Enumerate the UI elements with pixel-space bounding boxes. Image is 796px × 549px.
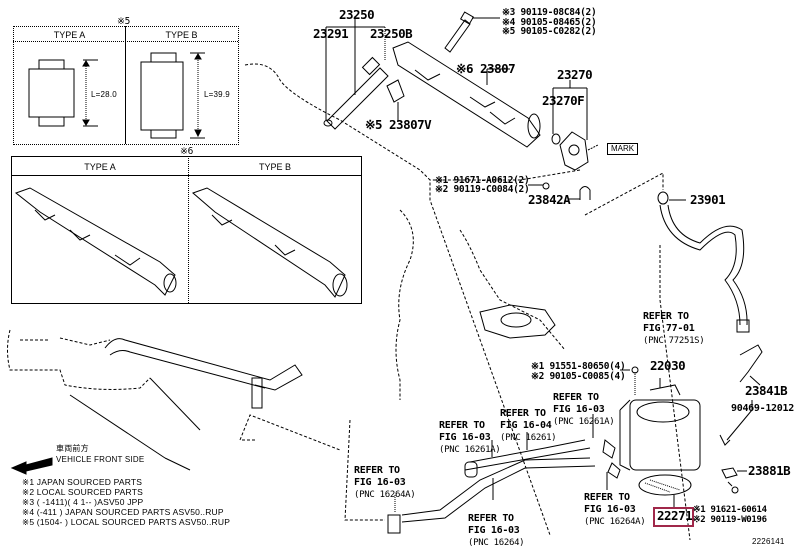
engine-outline-drawing (7, 63, 566, 536)
figure-code: 2226141 (752, 537, 785, 546)
part-label-23250b[interactable]: 23250B (370, 26, 413, 41)
bolt-item[interactable]: ※2 90105-C0085(4) (531, 371, 626, 382)
inset-5-type-a-length: L=28.0 (91, 90, 117, 99)
regulator-drawing (552, 80, 599, 171)
bolt-item[interactable]: ※2 90119-W0196 (693, 514, 767, 525)
legend: ※1 JAPAN SOURCED PARTS ※2 LOCAL SOURCED … (22, 477, 230, 527)
inset-5-marker: ※5 (117, 16, 131, 27)
mark-label: MARK (607, 143, 639, 155)
bolt-item[interactable]: ※1 91621-60614 (693, 505, 767, 515)
inset-6-marker: ※6 (180, 146, 194, 157)
front-arrow-icon (10, 457, 53, 475)
inset-6-type-b-header: TYPE B (258, 162, 291, 172)
refer-callout-fig-16-04[interactable]: REFER TO FIG 16-04 (PNC 16261) (500, 408, 557, 443)
part-label-23270[interactable]: 23270 (557, 67, 593, 82)
part-label-23270f[interactable]: 23270F (542, 93, 585, 108)
clip-drawing (579, 186, 591, 200)
part-label-23842a[interactable]: 23842A (528, 192, 571, 207)
bracket-23881b-drawing (721, 467, 738, 479)
legend-item: ※1 JAPAN SOURCED PARTS (22, 477, 143, 487)
throttle-body-drawing (619, 378, 701, 471)
refer-callout-fig-16-03-a[interactable]: REFER TO FIG 16-03 (PNC 16261A) (553, 392, 615, 427)
inset-6-header-divider (11, 175, 362, 176)
bolt-list-throttle: ※1 91551-80650(4) ※2 90105-C0085(4) (531, 361, 626, 382)
bolt-item[interactable]: ※4 90105-08465(2) (502, 16, 597, 28)
legend-item: ※4 (-411 ) JAPAN SOURCED PARTS ASV50..RU… (22, 507, 224, 517)
bolt-list-top: ※3 90119-08C84(2) ※4 90105-08465(2) ※5 9… (502, 7, 597, 37)
bolt-item[interactable]: ※3 90119-08C84(2) (502, 7, 597, 18)
part-label-23881b[interactable]: 23881B (748, 463, 791, 478)
inset-5-frame (13, 26, 239, 145)
bolt-item[interactable]: ※2 90119-C0084(2) (435, 184, 530, 195)
refer-callout-fig-77-01[interactable]: REFER TO FIG 77-01 (PNC 77251S) (643, 311, 705, 346)
inset-5-type-a-header: TYPE A (53, 30, 86, 40)
bolt-list-bottom: ※1 91621-60614 ※2 90119-W0196 (693, 505, 767, 525)
refer-callout-fig-16-03-e[interactable]: REFER TO FIG 16-03 (PNC 16264A) (584, 492, 646, 527)
direction-label-en: VEHICLE FRONT SIDE (56, 455, 145, 464)
bolt-item[interactable]: ※5 90105-C0282(2) (502, 26, 597, 37)
inset-6-column-divider (188, 156, 189, 303)
bolt-item[interactable]: ※1 91551-80650(4) (531, 361, 626, 372)
legend-item: ※5 (1504- ) LOCAL SOURCED PARTS ASV50..R… (22, 517, 231, 527)
bolt-list-mid: ※1 91671-A0612(2) ※2 90119-C0084(2) (435, 175, 530, 195)
part-label-22271[interactable]: 22271 (657, 508, 693, 523)
intake-flange-drawing (479, 304, 556, 339)
bolt-drawing (444, 11, 500, 53)
hose-drawing (657, 191, 750, 333)
part-label-23901[interactable]: 23901 (690, 192, 726, 207)
sleeve-type-a-drawing (28, 59, 98, 127)
direction-label-jp: 車両前方 (56, 444, 89, 453)
part-label-23807[interactable]: ※6 23807 (456, 61, 516, 76)
legend-item: ※2 LOCAL SOURCED PARTS (22, 487, 143, 497)
part-label-23841b[interactable]: 23841B (745, 383, 788, 398)
bracket-drawing (739, 344, 763, 383)
clamp-drawing (719, 434, 731, 446)
injector-drawing (323, 16, 389, 130)
refer-callout-fig-16-03-d[interactable]: REFER TO FIG 16-03 (PNC 16264) (468, 513, 525, 548)
inset-6-frame (11, 156, 362, 304)
fuel-rail-main-drawing (392, 41, 541, 148)
refer-callout-fig-16-03-b[interactable]: REFER TO FIG 16-03 (PNC 16261A) (439, 420, 501, 455)
part-label-23291[interactable]: 23291 (313, 26, 349, 41)
sleeve-type-b-drawing (140, 52, 205, 139)
highlight-box (653, 507, 694, 527)
inset-5-type-b-length: L=39.9 (204, 90, 230, 99)
refer-callout-fig-16-03-c[interactable]: REFER TO FIG 16-03 (PNC 16264A) (354, 465, 416, 500)
fuel-rail-type-b-drawing (192, 187, 348, 298)
legend-item: ※3 ( -1411)( 4 1-- )ASV50 JPP (22, 497, 144, 507)
screw-drawing (542, 182, 550, 190)
part-label-90469[interactable]: 90469-12012 (731, 403, 794, 414)
spacer-drawing (386, 79, 405, 122)
part-label-23250[interactable]: 23250 (339, 7, 375, 22)
part-label-23807v[interactable]: ※5 23807V (365, 117, 432, 132)
gasket-drawing (638, 474, 692, 496)
inset-5-type-b-header: TYPE B (165, 30, 198, 40)
inset-5-column-divider (125, 26, 126, 144)
bolt-item[interactable]: ※1 91671-A0612(2) (435, 175, 530, 186)
pipe-drawing (104, 338, 303, 431)
lower-hoses-drawing (387, 414, 621, 534)
part-label-22030[interactable]: 22030 (650, 358, 686, 373)
inset-6-type-a-header: TYPE A (84, 162, 116, 172)
fuel-rail-type-a-drawing (14, 187, 177, 296)
o-ring-drawing (551, 133, 561, 145)
